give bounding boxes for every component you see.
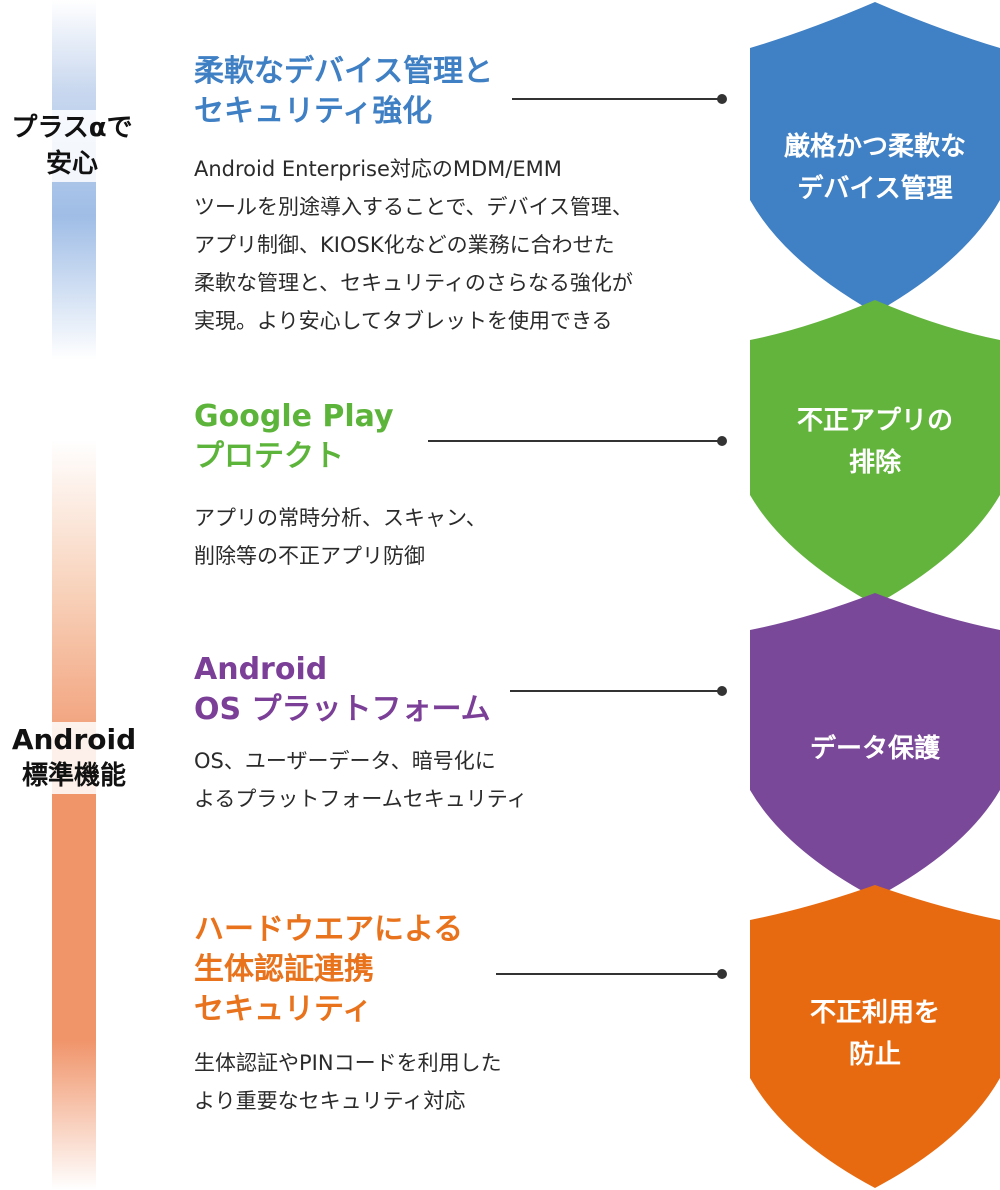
- shield-stack: [750, 2, 1000, 1188]
- shield-label-misuse-prevention: 不正利用を 防止: [809, 998, 940, 1070]
- section-heading: 柔軟なデバイス管理と セキュリティ強化: [194, 54, 494, 129]
- shield-label-data-protection: データ保護: [809, 734, 940, 764]
- section-heading: Android OS プラットフォーム: [194, 652, 491, 727]
- section-google-play-protect: Google Play プロテクト アプリの常時分析、スキャン、 削除等の不正ア…: [194, 397, 487, 575]
- shield-device-management: [750, 2, 1000, 313]
- section-heading: ハードウエアによる 生体認証連携 セキュリティ: [194, 912, 464, 1027]
- section-android-os-platform: Android OS プラットフォーム OS、ユーザーデータ、暗号化に よるプラ…: [194, 650, 527, 818]
- connector-line-google-play-protect: [428, 436, 727, 446]
- shield-app-exclusion: [750, 300, 1000, 605]
- section-description: アプリの常時分析、スキャン、 削除等の不正アプリ防御: [194, 506, 487, 568]
- shield-data-protection: [750, 593, 1000, 898]
- section-heading: Google Play プロテクト: [194, 399, 394, 474]
- section-hardware-biometrics: ハードウエアによる 生体認証連携 セキュリティ 生体認証やPINコードを利用した…: [194, 910, 502, 1120]
- section-description: OS、ユーザーデータ、暗号化に よるプラットフォームセキュリティ: [194, 749, 528, 811]
- section-device-management: 柔軟なデバイス管理と セキュリティ強化 Android Enterprise対応…: [194, 52, 633, 340]
- section-description: 生体認証やPINコードを利用した より重要なセキュリティ対応: [194, 1051, 502, 1113]
- side-label-plus-alpha: プラスαで 安心: [0, 110, 146, 182]
- side-label-android-standard: Android 標準機能: [0, 722, 148, 794]
- layer-bar-android-standard: [52, 440, 96, 1190]
- shield-misuse-prevention: [750, 885, 1000, 1188]
- shield-label-app-exclusion: 不正アプリの 排除: [796, 406, 953, 478]
- shield-label-device-management: 厳格かつ柔軟な デバイス管理: [783, 132, 966, 204]
- connector-line-android-os: [510, 686, 727, 696]
- section-description: Android Enterprise対応のMDM/EMM ツールを別途導入するこ…: [194, 157, 633, 333]
- connector-line-hardware: [496, 969, 727, 979]
- connector-line-device-management: [512, 94, 727, 104]
